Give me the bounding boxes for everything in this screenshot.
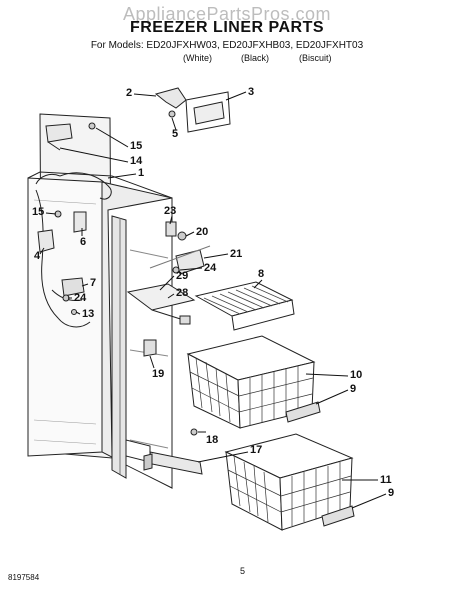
callout-4: 4 [34,250,41,262]
callout-28: 28 [176,287,189,299]
callout-18: 18 [206,434,219,446]
callout-15-side: 15 [32,206,45,218]
color-biscuit-label: (Biscuit) [299,53,332,63]
page-number: 5 [240,566,246,576]
thermostat-assembly [61,277,85,315]
callout-20: 20 [196,226,209,238]
callout-24: 24 [204,262,217,274]
callout-21: 21 [230,248,243,260]
model-list: For Models: ED20JFXHW03, ED20JFXHB03, ED… [90,40,364,51]
watermark: AppliancePartsPros.com [122,4,332,24]
callout-2: 2 [126,87,133,99]
color-white-label: (White) [183,53,212,63]
callout-17: 17 [250,444,263,456]
callout-15: 15 [130,140,143,152]
callout-6: 6 [80,236,87,248]
part-19-clip [143,339,157,357]
callout-1: 1 [138,167,145,179]
callout-9-lower: 9 [388,487,395,499]
callout-9: 9 [350,383,357,395]
top-bracket [45,122,96,151]
callout-24-left: 24 [74,292,87,304]
callout-11: 11 [380,474,392,486]
wire-shelf [194,281,295,331]
callout-19: 19 [152,368,165,380]
basket-trim-lower [321,505,355,527]
callout-3: 3 [248,86,255,98]
basket-trim-upper [285,401,321,423]
callout-14: 14 [130,155,143,167]
color-black-label: (Black) [241,53,270,63]
callout-13: 13 [82,308,95,320]
callout-8: 8 [258,268,265,280]
callout-7: 7 [90,277,97,289]
leader-lines [39,91,387,509]
callout-10: 10 [350,369,363,381]
callout-5: 5 [172,128,179,140]
callout-29: 29 [176,270,189,282]
shelf-support [126,283,196,325]
callout-23: 23 [164,205,177,217]
page-title: FREEZER LINER PARTS [129,19,325,36]
freezer-liner [27,113,173,489]
bottom-rail [143,428,203,475]
left-fittings [37,210,87,253]
top-right-bracket [154,87,231,133]
document-number: 8197584 [8,573,40,582]
